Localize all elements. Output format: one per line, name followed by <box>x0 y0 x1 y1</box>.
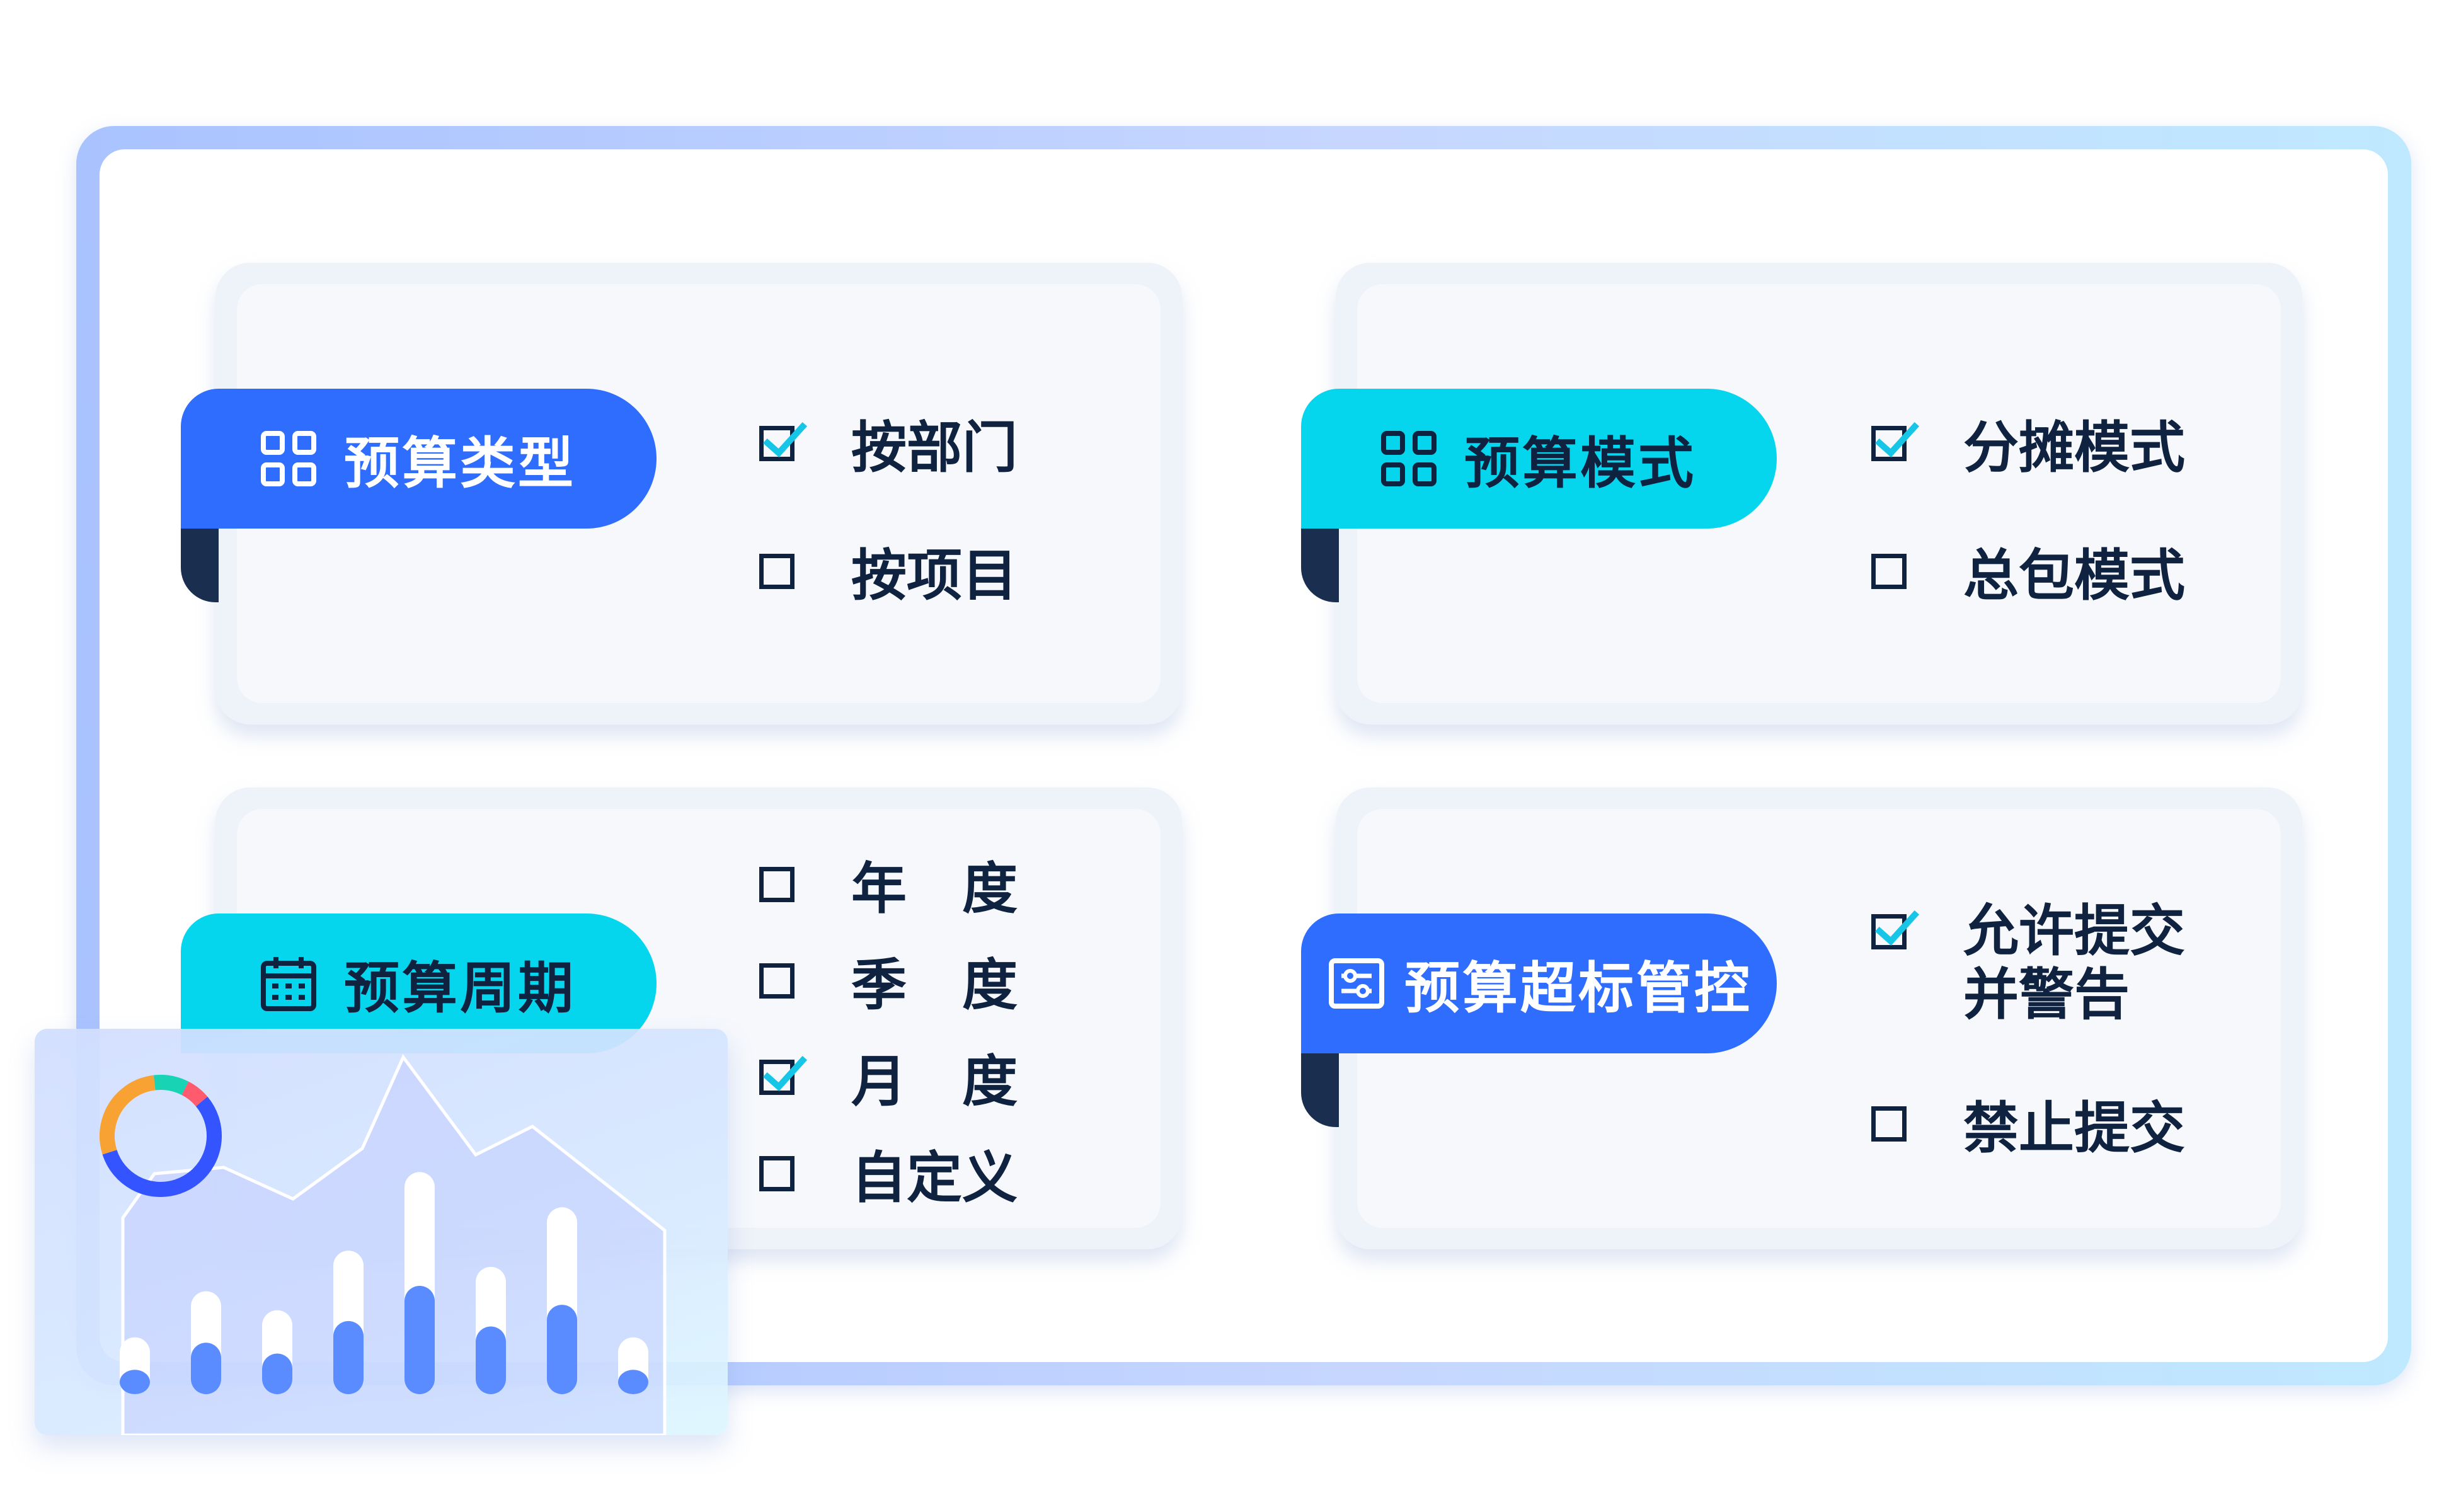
option-label: 按部门 <box>851 415 1018 480</box>
bar-fill <box>404 1286 435 1394</box>
sliders-icon <box>1329 958 1384 1009</box>
decorative-chart <box>100 1054 667 1435</box>
option-label-line2: 并警告 <box>1963 962 2130 1028</box>
option-label: 自定义 <box>851 1145 1018 1210</box>
checkbox-checked[interactable] <box>1871 910 1920 949</box>
card-title-budget-type: 预算类型 <box>181 389 657 529</box>
option-by-department[interactable]: 按部门 <box>759 403 1018 483</box>
option-label: 允许提交 <box>1963 898 2186 963</box>
bar-group <box>120 1172 648 1394</box>
option-label: 总包模式 <box>1963 543 2186 608</box>
checkbox[interactable] <box>759 553 795 589</box>
card-title-label: 预算超标管控 <box>1404 955 1753 1021</box>
decorative-chart-card <box>35 1029 728 1435</box>
option-label: 分摊模式 <box>1963 415 2186 480</box>
option-allow-with-warning[interactable]: 允许提交 并警告 <box>1871 899 2185 1026</box>
checkbox[interactable] <box>759 1155 795 1191</box>
card-title-label: 预算模式 <box>1464 430 1697 496</box>
checkbox[interactable] <box>759 963 795 999</box>
card-title-label: 预算周期 <box>344 955 577 1021</box>
card-title-budget-overrun-control: 预算超标管控 <box>1301 914 1777 1053</box>
option-annual[interactable]: 年 度 <box>759 844 1018 924</box>
option-prohibit-submit[interactable]: 禁止提交 <box>1871 1084 2185 1164</box>
option-label: 禁止提交 <box>1963 1096 2186 1160</box>
option-label: 年 度 <box>851 856 1018 921</box>
grid-icon <box>1381 431 1437 486</box>
bar-fill <box>262 1353 292 1394</box>
bar-fill <box>333 1320 364 1394</box>
checkbox-checked[interactable] <box>1871 421 1920 461</box>
calendar-icon <box>261 957 316 1011</box>
checkbox[interactable] <box>1871 553 1907 589</box>
card-title-label: 预算类型 <box>344 430 577 496</box>
check-icon <box>1874 421 1920 457</box>
check-icon <box>762 421 808 457</box>
option-quarterly[interactable]: 季 度 <box>759 941 1018 1021</box>
bar-fill <box>191 1343 221 1394</box>
option-lump-sum-mode[interactable]: 总包模式 <box>1871 531 2185 611</box>
donut-icon <box>100 1075 222 1197</box>
check-icon <box>762 1055 808 1091</box>
bar-fill <box>547 1305 577 1394</box>
checkbox-checked[interactable] <box>759 421 808 461</box>
option-by-project[interactable]: 按项目 <box>759 531 1018 611</box>
checkbox[interactable] <box>759 866 795 902</box>
checkbox[interactable] <box>1871 1106 1907 1142</box>
check-icon <box>1874 910 1920 946</box>
option-label: 季 度 <box>851 953 1018 1017</box>
bar-fill <box>120 1370 150 1394</box>
option-allocation-mode[interactable]: 分摊模式 <box>1871 403 2185 483</box>
bar-fill <box>476 1326 506 1394</box>
checkbox-checked[interactable] <box>759 1055 808 1095</box>
card-title-budget-mode: 预算模式 <box>1301 389 1777 529</box>
grid-icon <box>261 431 316 486</box>
bar-fill <box>618 1370 648 1394</box>
option-monthly[interactable]: 月 度 <box>759 1037 1018 1117</box>
option-label: 按项目 <box>851 543 1018 608</box>
option-label: 月 度 <box>851 1049 1018 1114</box>
option-custom[interactable]: 自定义 <box>759 1133 1018 1213</box>
